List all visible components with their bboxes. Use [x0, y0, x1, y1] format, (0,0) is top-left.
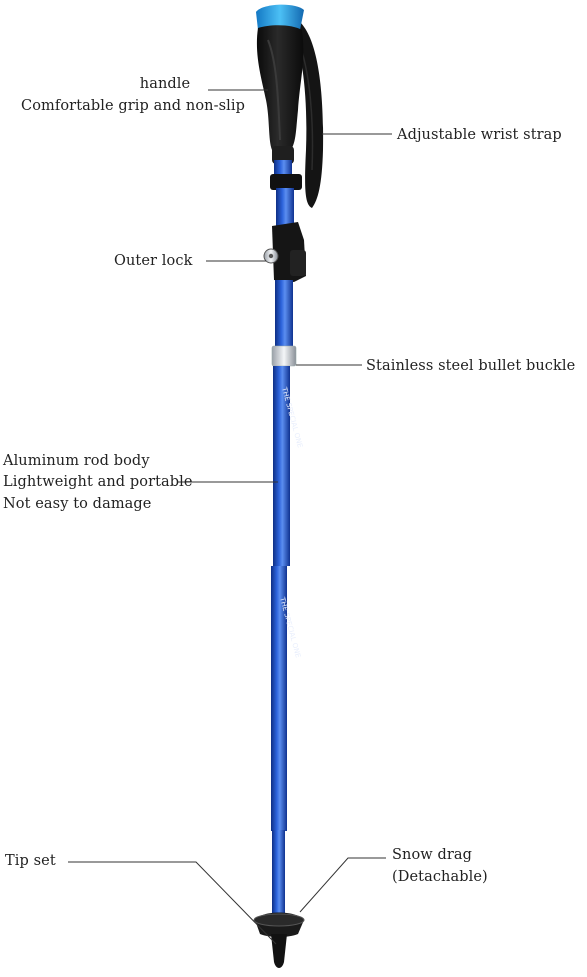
snow-drag-label-2: (Detachable) [392, 869, 488, 885]
wrist-strap-label: Adjustable wrist strap [397, 127, 562, 143]
rod-body-label-2: Lightweight and portable [3, 474, 193, 490]
handle-cap [256, 4, 304, 30]
handle-grip [256, 25, 304, 150]
shaft-section-3 [271, 566, 287, 831]
outer-lock-label: Outer lock [114, 253, 193, 269]
tip-set-label: Tip set [5, 853, 56, 869]
buckle-label: Stainless steel bullet buckle [366, 358, 576, 374]
snow-basket-rim [253, 913, 305, 927]
shaft-section-2 [273, 366, 290, 566]
rod-body-label-3: Not easy to damage [3, 496, 152, 512]
bullet-buckle [271, 345, 297, 367]
wrist-strap [292, 22, 324, 208]
lock-screw-center [268, 253, 274, 259]
leader-snow-drag [299, 857, 386, 913]
shaft-section-4 [272, 830, 285, 918]
rod-body-label-1: Aluminum rod body [3, 453, 150, 469]
strap-adjuster [270, 174, 302, 190]
lock-lever [290, 250, 306, 276]
handle-grip-texture [267, 39, 281, 141]
handle-collar-blue [274, 160, 292, 176]
handle-detail-label: Comfortable grip and non-slip [21, 98, 246, 114]
leader-lines [68, 89, 392, 945]
upper-shaft [276, 188, 294, 228]
shaft-section-1 [275, 280, 293, 348]
handle-collar [272, 146, 294, 164]
snow-drag-label-1: Snow drag [392, 847, 473, 863]
rubber-tip [271, 934, 287, 968]
handle-title-label: handle [139, 76, 191, 92]
leader-tip-set [68, 861, 277, 945]
